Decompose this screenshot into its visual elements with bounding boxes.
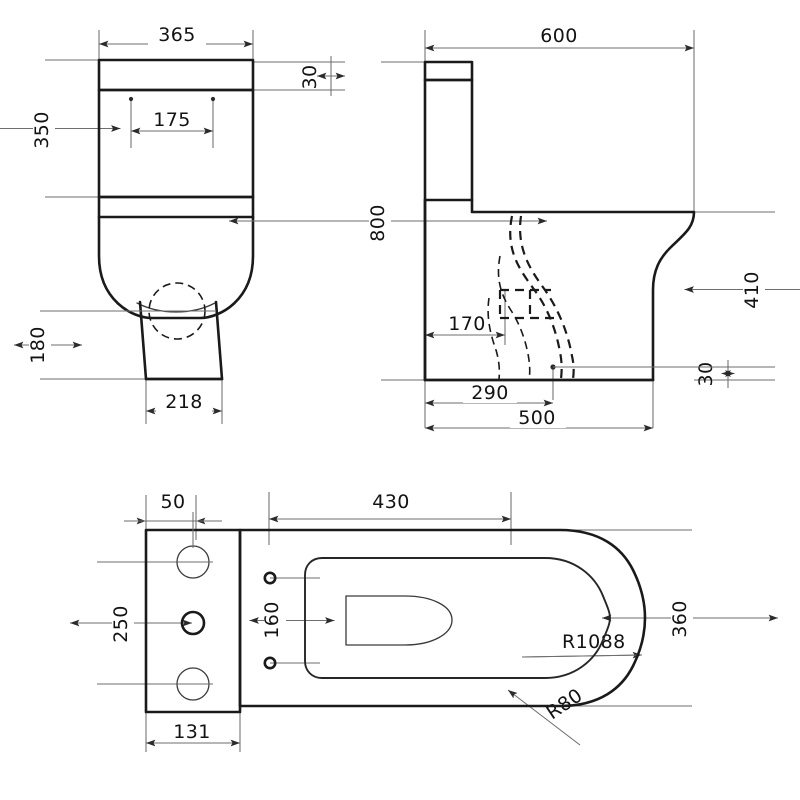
pedestal-outline <box>138 300 224 381</box>
cistern-lid-outline <box>97 58 255 92</box>
front-elevation-view: 365 350 175 30 180 <box>0 24 346 424</box>
cistern-body-side <box>423 78 474 202</box>
radius-label-r1088: R1088 <box>562 631 626 653</box>
dim-bowl-length: 430 <box>268 489 512 523</box>
dim-cistern-edge-offset: 50 <box>124 489 222 525</box>
dim-label-overall-height: 800 <box>367 204 389 241</box>
dim-plinth-height: 30 <box>695 360 735 388</box>
pan-rim-band <box>97 195 255 219</box>
dim-label-overall-width: 360 <box>669 600 691 637</box>
dim-flush-plate-width: 175 <box>128 96 216 135</box>
dim-front-width: 365 <box>98 24 254 48</box>
dim-cistern-lid-depth: 30 <box>299 56 346 96</box>
dim-label-front-width: 365 <box>158 24 195 46</box>
dim-label-cistern-lid-depth: 30 <box>299 65 321 90</box>
radius-callout-r80: R80 <box>507 684 587 746</box>
bowl-outer-rim-plan <box>238 528 647 708</box>
cistern-footprint-plan <box>144 528 242 714</box>
inner-bowl-dshape-plan <box>345 595 453 646</box>
plan-centre-marks <box>177 512 213 685</box>
radius-callout-r1088: R1088 <box>521 631 643 659</box>
dim-pedestal-width: 218 <box>145 391 223 415</box>
seat-outline-plan <box>304 557 611 679</box>
cistern-inlet-hole <box>180 610 206 636</box>
dim-label-flush-plate-width: 175 <box>153 109 190 131</box>
dim-label-overall-projection: 600 <box>540 25 577 47</box>
dim-label-seat-fixing-centres: 160 <box>261 601 283 638</box>
dim-label-plinth-height: 30 <box>695 362 717 387</box>
internal-trapway-hidden-lines <box>487 215 575 380</box>
dim-label-outlet-offset: 170 <box>448 313 485 335</box>
side-elevation-view: 600 800 410 30 170 2 <box>228 25 800 432</box>
seat-fixing-hole-top <box>263 571 277 585</box>
dim-label-base-projection: 500 <box>518 407 555 429</box>
pan-outline-side <box>423 198 696 382</box>
dim-label-seat-height: 410 <box>741 271 763 308</box>
dim-label-bowl-length: 430 <box>372 491 409 513</box>
dim-pedestal-height: 180 <box>13 320 83 370</box>
dim-cistern-height: 350 <box>0 105 121 155</box>
cistern-lid-side <box>423 60 474 82</box>
dim-label-cistern-height: 350 <box>31 111 53 148</box>
bowl-underside-curve <box>136 302 216 313</box>
dim-base-projection: 500 <box>424 407 654 432</box>
dim-label-cistern-depth: 131 <box>173 721 210 743</box>
dim-seat-fixing-centres: 160 <box>249 596 335 644</box>
dim-overall-projection: 600 <box>424 25 695 52</box>
dim-overall-width: 360 <box>601 594 779 644</box>
cistern-body-outline <box>97 88 255 199</box>
dim-label-fixing-centres-v: 250 <box>110 605 132 642</box>
dim-label-floor-outlet: 290 <box>471 382 508 404</box>
dim-overall-height: 800 <box>228 198 548 248</box>
dim-label-cistern-edge-offset: 50 <box>161 491 186 513</box>
dim-cistern-depth: 131 <box>145 721 241 747</box>
seat-fixing-hole-bottom <box>263 656 277 670</box>
plan-view: 50 430 250 160 360 1 <box>69 489 779 752</box>
dim-label-pedestal-height: 180 <box>27 326 49 363</box>
bowl-outline-front <box>97 215 255 320</box>
dim-fixing-centres-v: 250 <box>69 600 193 648</box>
flush-connector-hidden <box>498 288 559 320</box>
dim-floor-outlet: 290 <box>424 382 554 407</box>
dim-outlet-offset: 170 <box>424 313 506 339</box>
dim-seat-height: 410 <box>684 265 800 315</box>
dim-label-pedestal-width: 218 <box>165 391 202 413</box>
